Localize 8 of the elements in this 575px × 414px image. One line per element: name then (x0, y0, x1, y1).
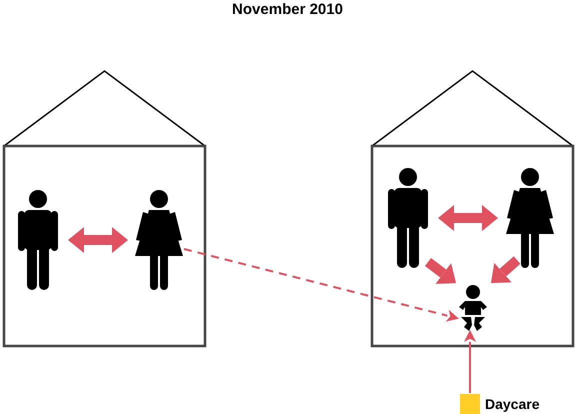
block-arrow (425, 258, 456, 284)
diagram-title: November 2010 (231, 0, 344, 20)
block-arrow (68, 227, 128, 253)
block-arrow (490, 256, 520, 284)
dashed-arrow (184, 248, 459, 322)
arrow (464, 330, 476, 393)
node-label: Daycare (485, 395, 540, 414)
block-arrow (438, 205, 498, 231)
